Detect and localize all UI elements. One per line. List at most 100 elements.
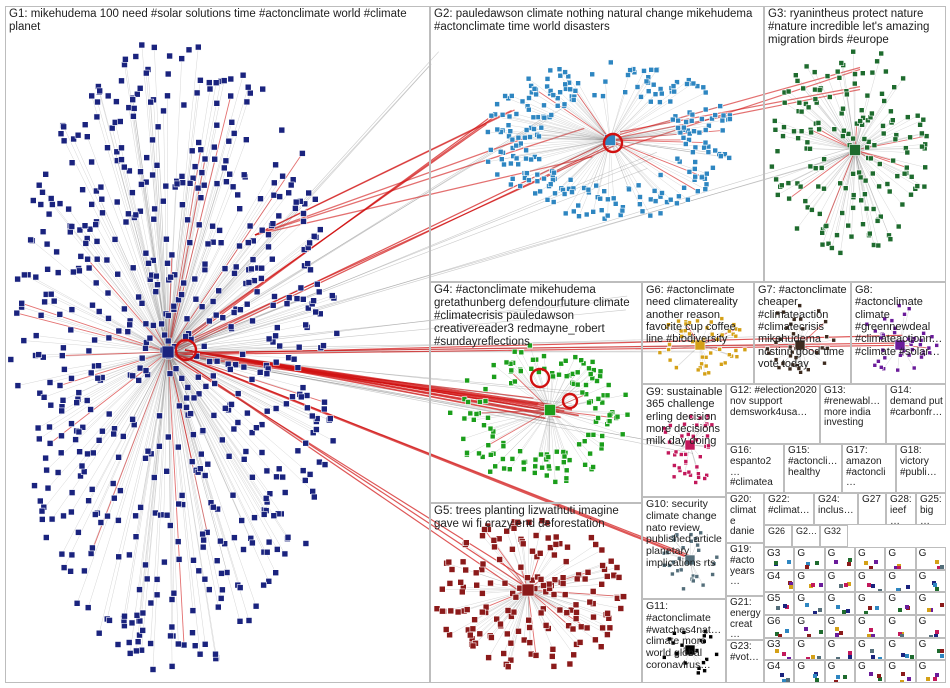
node (834, 559, 839, 564)
edge (167, 351, 250, 621)
small-group-cell: G (885, 592, 916, 615)
node (186, 239, 194, 246)
edge (549, 409, 613, 413)
small-group-label: G (797, 638, 806, 650)
node (784, 629, 789, 634)
small-group-cell: G6 (764, 615, 795, 638)
edge (167, 320, 253, 353)
group-box-g19: G19: #acto years… (726, 543, 764, 596)
edge (140, 351, 169, 508)
node (782, 603, 787, 608)
edge (136, 351, 169, 651)
edge (167, 208, 240, 353)
edge (167, 353, 552, 416)
node (95, 629, 103, 637)
group-label-g24: G24: inclus… (818, 494, 854, 516)
node (940, 564, 945, 569)
edge (167, 196, 280, 353)
node (906, 585, 911, 590)
node (126, 167, 133, 175)
group-label-g13: G13: #renewabl… more india investing (824, 385, 881, 429)
node (60, 512, 67, 520)
edge (554, 139, 611, 180)
node (178, 492, 186, 499)
node (60, 137, 68, 145)
node (153, 591, 161, 599)
edge (609, 118, 730, 141)
small-group-label: G (918, 638, 927, 650)
group-box-g8: G8: #actonclimate climate #greennewdeal … (851, 282, 946, 384)
edge (167, 351, 217, 658)
edge (49, 351, 169, 428)
edge (128, 213, 169, 353)
edge (167, 167, 225, 353)
small-group-cell: G (885, 547, 916, 570)
edge (549, 409, 564, 453)
edge (167, 351, 210, 362)
edge (549, 409, 623, 435)
edge (123, 351, 169, 619)
edge (609, 88, 661, 141)
edge (511, 95, 611, 141)
edge (539, 139, 611, 160)
edge (147, 351, 169, 452)
edge (549, 409, 586, 465)
edge (509, 409, 551, 470)
edge (98, 351, 169, 634)
edge (167, 351, 306, 444)
edge (81, 351, 169, 467)
edge (854, 149, 907, 169)
edge (150, 102, 169, 353)
node (213, 357, 221, 365)
edge (167, 142, 607, 354)
edge (70, 225, 169, 353)
edge (609, 139, 630, 190)
small-group-cell: G (885, 615, 916, 638)
edge (167, 350, 524, 594)
node (135, 377, 142, 384)
edge (527, 589, 596, 641)
edge (167, 351, 317, 430)
edge (167, 243, 209, 353)
small-group-cell: G (824, 569, 855, 593)
edge (609, 139, 709, 147)
small-group-label: G (888, 548, 897, 559)
edge (609, 139, 651, 216)
node (835, 675, 840, 680)
edge (528, 139, 611, 181)
edge (167, 221, 304, 353)
edge (167, 350, 554, 423)
group-box-g24: G24: inclus… (814, 493, 858, 525)
node (7, 356, 15, 363)
edge (527, 589, 554, 650)
node (14, 275, 21, 283)
edge (88, 267, 169, 353)
group-label-g1: G1: mikehudema 100 need #solar solutions… (9, 8, 407, 33)
small-group-cell: G (885, 637, 916, 661)
edge (167, 242, 249, 353)
node (868, 606, 873, 611)
edge (491, 115, 611, 141)
edge (511, 382, 551, 411)
node (835, 605, 840, 610)
edge (854, 149, 903, 205)
edge (841, 62, 856, 151)
edge (527, 589, 549, 629)
edge (854, 100, 885, 151)
edge (815, 98, 856, 151)
node (805, 603, 810, 608)
group-label-g12: G12: #election2020 nov support demswork4… (730, 385, 817, 418)
group-box-g28: G28: ieef… (886, 493, 916, 525)
node (168, 623, 176, 631)
edge (464, 589, 529, 612)
node (86, 225, 94, 233)
node (103, 256, 111, 264)
node (300, 218, 307, 225)
node (34, 424, 42, 432)
edge (64, 351, 169, 370)
edge (124, 64, 169, 353)
node (97, 183, 105, 191)
node (93, 187, 100, 195)
edge (167, 296, 275, 353)
node (31, 482, 38, 489)
